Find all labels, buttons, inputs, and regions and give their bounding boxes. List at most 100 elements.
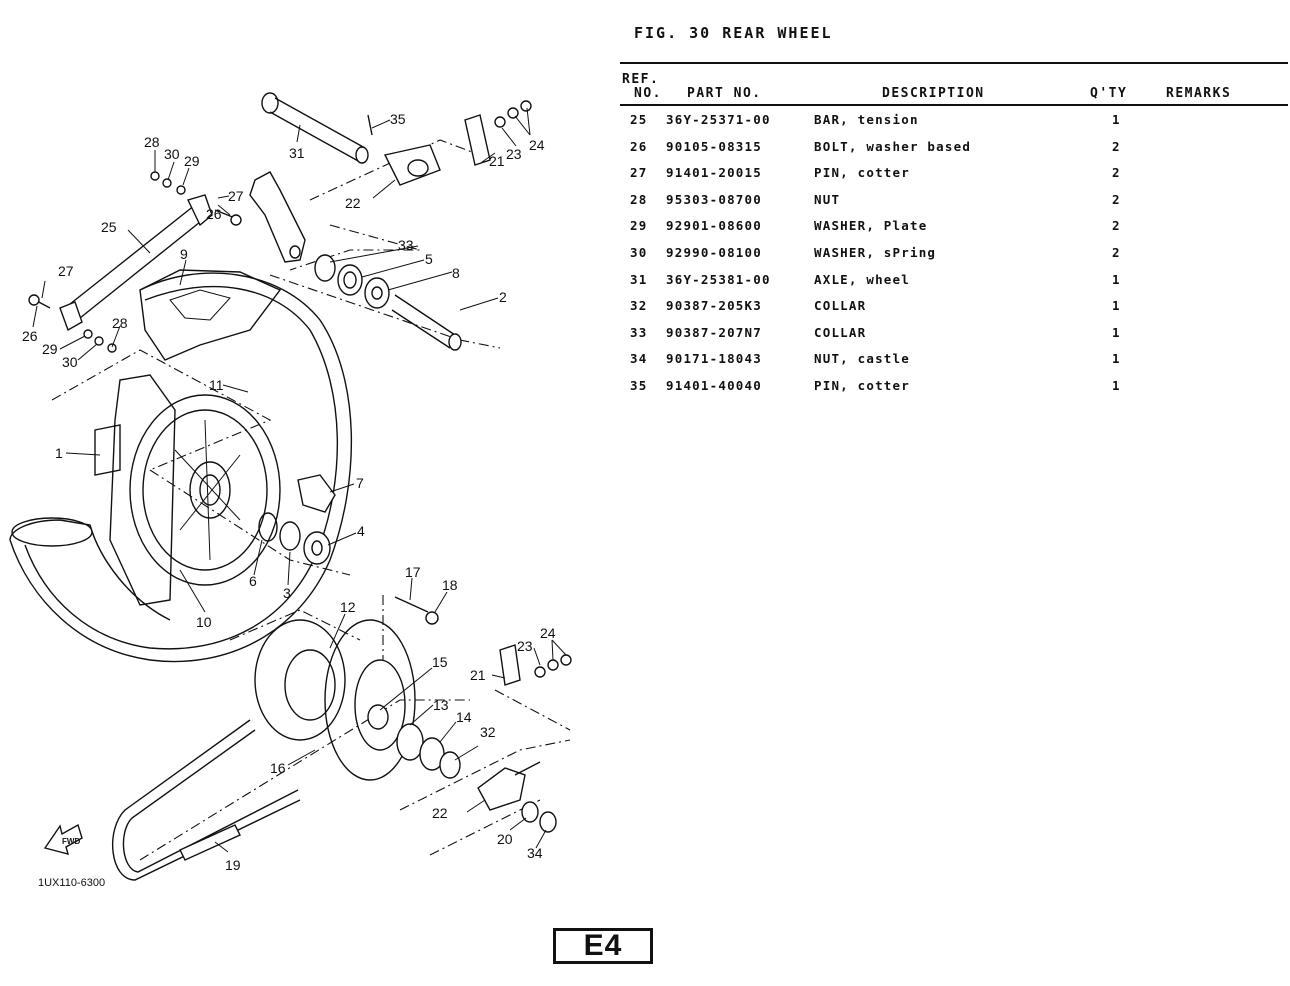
cell-description: WASHER, sPring — [814, 244, 937, 260]
table-top-rule — [620, 62, 1288, 64]
header-description: DESCRIPTION — [882, 86, 985, 101]
callout-16: 16 — [270, 760, 286, 776]
cell-qty: 2 — [1112, 138, 1121, 154]
callout-2: 2 — [499, 289, 507, 305]
table-header: REF. NO. PART NO. DESCRIPTION Q'TY REMAR… — [620, 64, 1288, 104]
callout-7: 7 — [356, 475, 364, 491]
callout-1: 1 — [55, 445, 63, 461]
callout-31: 31 — [289, 145, 305, 161]
cell-part-no: 90387-205K3 — [666, 298, 762, 314]
table-row: 30 92990-08100 WASHER, sPring 2 — [620, 241, 1288, 268]
cell-description: NUT — [814, 191, 841, 207]
callout-11: 11 — [209, 377, 224, 393]
callout-24-upper: 24 — [529, 137, 545, 153]
callout-28-upper: 28 — [144, 134, 160, 150]
table-row: 27 91401-20015 PIN, cotter 2 — [620, 161, 1288, 188]
adjuster-lower — [477, 644, 572, 833]
cell-ref: 33 — [630, 324, 648, 340]
callout-20: 20 — [497, 831, 513, 847]
cell-ref: 30 — [630, 244, 648, 260]
cell-qty: 1 — [1112, 351, 1121, 367]
callout-26-upper: 26 — [206, 206, 222, 222]
callout-32: 32 — [480, 724, 496, 740]
cell-part-no: 90105-08315 — [666, 138, 762, 154]
callout-22-lower: 22 — [432, 805, 448, 821]
callout-21-upper: 21 — [489, 153, 505, 169]
cell-ref: 25 — [630, 112, 648, 127]
drive-chain-part-19 — [112, 719, 301, 881]
callout-17: 17 — [405, 564, 421, 580]
cell-qty: 1 — [1112, 324, 1121, 340]
cell-ref: 27 — [630, 165, 648, 181]
callout-23-upper: 23 — [506, 146, 522, 162]
callout-labels: 1 2 3 4 5 6 7 8 9 10 11 12 13 14 15 16 1… — [22, 111, 556, 873]
swingarm-bracket — [249, 171, 306, 263]
callout-9: 9 — [180, 246, 188, 262]
axle-part-31 — [261, 92, 373, 164]
cell-part-no: 92990-08100 — [666, 244, 762, 260]
drawing-code: 1UX110-6300 — [38, 877, 106, 889]
callout-27-upper: 27 — [228, 188, 244, 204]
sprocket-assembly — [254, 596, 461, 781]
callout-22-upper: 22 — [345, 195, 361, 211]
exploded-diagram: FWD — [9, 92, 572, 881]
header-remarks: REMARKS — [1166, 86, 1232, 101]
callout-6: 6 — [249, 573, 257, 589]
cell-part-no: 91401-20015 — [666, 165, 762, 181]
header-part-no: PART NO. — [687, 86, 762, 101]
callout-30-lower: 30 — [62, 354, 78, 370]
cell-qty: 1 — [1112, 271, 1121, 287]
cell-part-no: 92901-08600 — [666, 218, 762, 234]
callout-29-upper: 29 — [184, 153, 200, 169]
callout-4: 4 — [357, 523, 365, 539]
header-ref-line1: REF. — [622, 72, 660, 87]
cell-qty: 2 — [1112, 244, 1121, 260]
callout-24-lower: 24 — [540, 625, 556, 641]
cell-qty: 1 — [1112, 298, 1121, 314]
callout-12: 12 — [340, 599, 356, 615]
callout-35: 35 — [390, 111, 406, 127]
callout-8: 8 — [452, 265, 460, 281]
wheel-hub-part-1 — [94, 374, 281, 606]
callout-34: 34 — [527, 845, 543, 861]
table-header-rule — [620, 104, 1288, 106]
cell-qty: 2 — [1112, 165, 1121, 181]
callout-leader-lines — [32, 107, 567, 853]
cell-description: NUT, castle — [814, 351, 910, 367]
header-ref-no: NO. — [634, 86, 662, 101]
assembly-guide-lines — [51, 139, 571, 861]
cell-qty: 2 — [1112, 191, 1121, 207]
cell-description: AXLE, wheel — [814, 271, 910, 287]
cell-qty: 1 — [1112, 112, 1121, 127]
cell-description: PIN, cotter — [814, 165, 910, 181]
cell-part-no: 90171-18043 — [666, 351, 762, 367]
adjuster-upper — [383, 100, 532, 186]
callout-25: 25 — [101, 219, 117, 235]
cell-part-no: 90387-207N7 — [666, 324, 762, 340]
cell-part-no: 36Y-25381-00 — [666, 271, 771, 287]
tension-bar-part-25 — [28, 171, 242, 353]
cell-description: COLLAR — [814, 298, 867, 314]
cell-description: BOLT, washer based — [814, 138, 972, 154]
callout-18: 18 — [442, 577, 458, 593]
page-badge: E4 — [553, 928, 653, 964]
callout-13: 13 — [433, 697, 449, 713]
forward-direction-arrow: FWD — [43, 823, 83, 855]
header-qty: Q'TY — [1090, 86, 1128, 101]
parts-table: REF. NO. PART NO. DESCRIPTION Q'TY REMAR… — [620, 62, 1288, 401]
callout-21-lower: 21 — [470, 667, 486, 683]
callout-10: 10 — [196, 614, 212, 630]
cell-ref: 35 — [630, 377, 648, 393]
callout-27-lower: 27 — [58, 263, 74, 279]
callout-3: 3 — [283, 585, 291, 601]
cell-description: PIN, cotter — [814, 377, 910, 393]
callout-29-lower: 29 — [42, 341, 58, 357]
cell-qty: 1 — [1112, 377, 1121, 393]
